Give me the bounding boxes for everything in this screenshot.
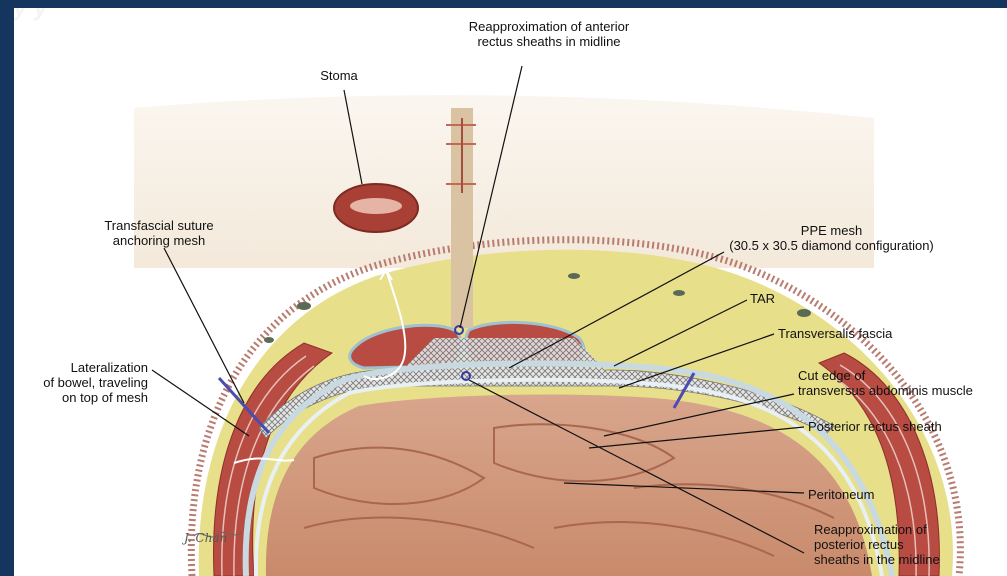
illustration-panel: y y <box>14 8 1007 576</box>
label-reapprox-anterior-line1: Reapproximation of anterior <box>444 19 654 34</box>
label-reapprox-anterior-line2: rectus sheaths in midline <box>444 34 654 49</box>
label-ppe-mesh-line2: (30.5 x 30.5 diamond configuration) <box>704 238 959 253</box>
artist-signature: J. Chan <box>184 531 227 545</box>
label-reapprox-posterior: Reapproximation of posterior rectus shea… <box>814 522 940 567</box>
label-lateralization: Lateralization of bowel, traveling on to… <box>14 360 148 405</box>
label-posterior-rectus-sheath: Posterior rectus sheath <box>808 419 942 434</box>
label-cut-edge-line1: Cut edge of <box>798 368 973 383</box>
label-transfascial-line1: Transfascial suture <box>74 218 244 233</box>
label-transfascial-suture: Transfascial suture anchoring mesh <box>74 218 244 248</box>
label-stoma: Stoma <box>304 68 374 83</box>
label-tar: TAR <box>750 291 775 306</box>
stoma <box>334 184 418 232</box>
label-reapprox-posterior-line1: Reapproximation of <box>814 522 940 537</box>
label-reapprox-anterior: Reapproximation of anterior rectus sheat… <box>444 19 654 49</box>
label-ppe-mesh: PPE mesh (30.5 x 30.5 diamond configurat… <box>704 223 959 253</box>
label-transfascial-line2: anchoring mesh <box>74 233 244 248</box>
label-transversalis-fascia: Transversalis fascia <box>778 326 892 341</box>
label-lateralization-line2: of bowel, traveling <box>14 375 148 390</box>
label-ppe-mesh-line1: PPE mesh <box>704 223 959 238</box>
label-lateralization-line1: Lateralization <box>14 360 148 375</box>
label-peritoneum: Peritoneum <box>808 487 874 502</box>
label-cut-edge-line2: transversus abdominis muscle <box>798 383 973 398</box>
label-lateralization-line3: on top of mesh <box>14 390 148 405</box>
label-reapprox-posterior-line3: sheaths in the midline <box>814 552 940 567</box>
label-cut-edge: Cut edge of transversus abdominis muscle <box>798 368 973 398</box>
label-reapprox-posterior-line2: posterior rectus <box>814 537 940 552</box>
